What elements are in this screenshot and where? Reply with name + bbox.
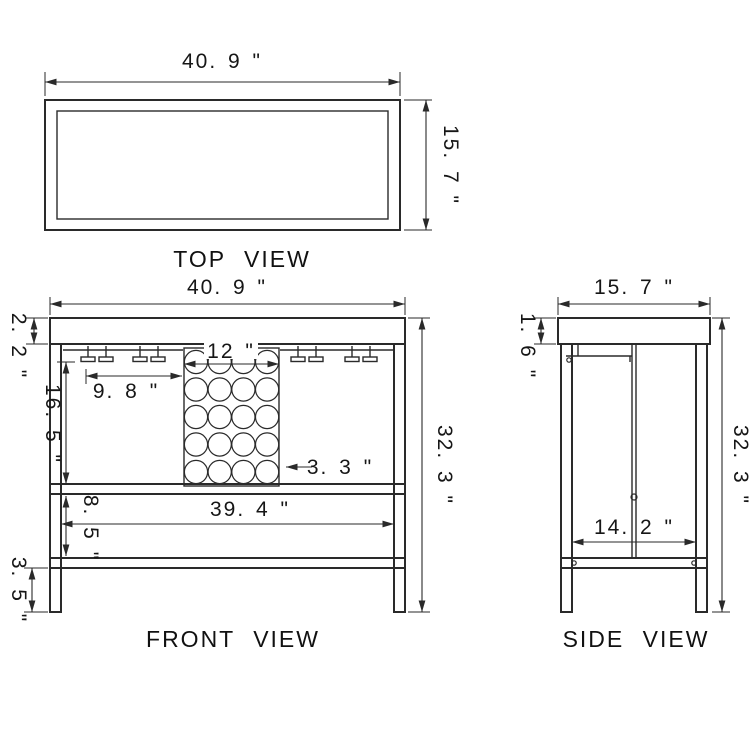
- dim-label-side-top-thickness: 1. 6 ": [516, 313, 539, 379]
- front-middle-shelf: [49, 483, 406, 495]
- top-view: 40. 9 " 15. 7 " TOP VIEW: [44, 50, 462, 272]
- side-right-leg: [695, 343, 708, 613]
- dim-side-depth: 15. 7 ": [557, 276, 711, 315]
- side-view-label: SIDE VIEW: [563, 626, 710, 652]
- dim-front-top-thickness: 2. 2 ": [7, 313, 48, 379]
- dim-label-wine-rack-width: 12 ": [207, 340, 255, 363]
- wine-bottle-slot: [254, 349, 280, 375]
- wine-bottle-slot: [183, 459, 209, 485]
- dim-label-foot-height: 3. 5 ": [7, 557, 30, 623]
- dim-label-top-width: 40. 9 ": [182, 50, 262, 73]
- stemware-hanger-foot: [132, 356, 148, 363]
- dim-label-side-overall-height: 32. 3 ": [729, 425, 750, 505]
- wine-bottle-slot: [183, 432, 209, 457]
- label-backing: [204, 341, 258, 359]
- dim-inner-width: 39. 4 ": [60, 498, 395, 531]
- bracket-screw: [566, 357, 572, 363]
- side-bottom-shelf: [560, 557, 708, 569]
- dim-label-side-depth: 15. 7 ": [594, 276, 674, 299]
- dim-glass-rack-width: 9. 8 ": [85, 369, 182, 403]
- dim-label-bottle-opening: 3. 3 ": [307, 456, 373, 479]
- dim-front-width: 40. 9 ": [49, 276, 406, 315]
- dim-foot-height: 3. 5 ": [7, 557, 48, 623]
- side-view: 15. 7 " 1. 6 " 14. 2 ": [516, 276, 750, 652]
- dim-bottle-opening: 3. 3 ": [286, 456, 373, 479]
- dim-top-depth: 15. 7 ": [404, 99, 462, 231]
- dim-shelf-depth: 14. 2 ": [572, 516, 696, 546]
- dim-front-overall-height: 32. 3 ": [408, 317, 456, 613]
- dim-side-overall-height: 32. 3 ": [712, 317, 750, 613]
- front-bottom-shelf: [49, 557, 406, 569]
- dim-label-front-overall-height: 32. 3 ": [433, 425, 456, 505]
- top-view-outline: [44, 99, 401, 231]
- front-view-label: FRONT VIEW: [146, 626, 320, 652]
- top-view-inner-edge: [56, 110, 389, 220]
- shelf-screw: [691, 560, 697, 566]
- wine-bottle-slot: [231, 377, 256, 402]
- stemware-racks: [80, 346, 378, 363]
- stemware-hanger-foot: [98, 356, 114, 363]
- wine-bottle-slot: [207, 377, 232, 402]
- wine-bottle-slot: [207, 459, 232, 485]
- front-right-leg: [393, 343, 406, 613]
- dim-label-front-top-thickness: 2. 2 ": [7, 313, 30, 379]
- wine-bottle-slot: [231, 459, 256, 485]
- wine-bottle-slot: [183, 404, 209, 430]
- wine-bottle-slot: [254, 432, 280, 457]
- stemware-hanger-foot: [290, 356, 306, 363]
- stemware-hanger-foot: [344, 356, 360, 363]
- wine-bottle-slot: [231, 432, 256, 457]
- dim-label-top-depth: 15. 7 ": [439, 125, 462, 205]
- front-view: 40. 9 " 12 " 9. 8 " 2. 2 ": [7, 276, 456, 652]
- dim-label-upper-section-height: 16. 5 ": [41, 384, 64, 464]
- stemware-hanger-foot: [80, 356, 96, 363]
- wine-bottle-slot: [207, 432, 232, 457]
- dim-label-shelf-depth: 14. 2 ": [594, 516, 674, 539]
- side-tabletop: [557, 317, 711, 345]
- wine-bottle-slot: [231, 404, 256, 430]
- front-left-leg: [49, 343, 62, 613]
- shelf-screw: [571, 560, 577, 566]
- wine-bottle-slot: [207, 404, 232, 430]
- stemware-hanger-foot: [150, 356, 166, 363]
- top-view-label: TOP VIEW: [173, 246, 311, 272]
- post-bolt: [630, 493, 638, 501]
- dim-side-top-thickness: 1. 6 ": [516, 313, 556, 379]
- dim-shelf-gap: 8. 5 ": [62, 495, 102, 561]
- side-stemware-bracket: [566, 344, 632, 363]
- wine-bottle-slot: [254, 459, 280, 485]
- stemware-hanger-foot: [362, 356, 378, 363]
- dim-label-inner-width: 39. 4 ": [210, 498, 290, 521]
- wine-rack-circles: [183, 349, 280, 485]
- dim-label-front-width: 40. 9 ": [187, 276, 267, 299]
- dim-label-glass-rack-width: 9. 8 ": [93, 380, 159, 403]
- wine-bottle-slot: [254, 404, 280, 430]
- wine-bottle-slot: [183, 377, 209, 402]
- dim-label-shelf-gap: 8. 5 ": [79, 495, 102, 561]
- wine-bottle-slot: [254, 377, 280, 402]
- side-left-leg: [560, 343, 573, 613]
- dim-top-width: 40. 9 ": [44, 50, 401, 96]
- dim-upper-section-height: 16. 5 ": [41, 361, 75, 484]
- stemware-hanger-foot: [308, 356, 324, 363]
- dim-wine-rack-width: 12 ": [184, 340, 279, 368]
